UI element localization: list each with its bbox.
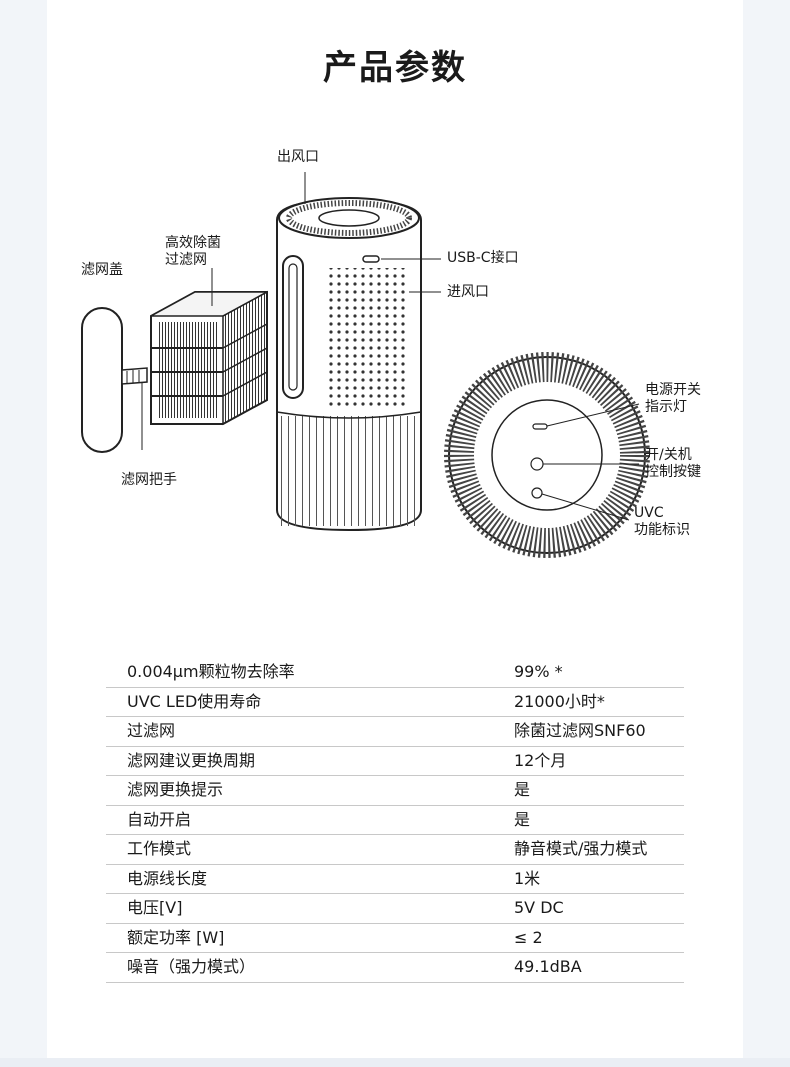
label-filter-cover: 滤网盖 xyxy=(81,262,123,278)
product-spec-page: 产品参数 xyxy=(47,0,743,1058)
spec-key: 工作模式 xyxy=(127,839,192,858)
spec-row: UVC LED使用寿命 21000小时* xyxy=(106,688,684,717)
spec-value: 5V DC xyxy=(514,898,564,917)
spec-row: 过滤网 除菌过滤网SNF60 xyxy=(106,717,684,747)
spec-row: 工作模式 静音模式/强力模式 xyxy=(106,835,684,865)
label-uvc: UVC 功能标识 xyxy=(634,505,690,538)
leader-lines xyxy=(141,172,640,521)
spec-row: 0.004μm颗粒物去除率 99% * xyxy=(106,658,684,688)
spec-row: 噪音（强力模式） 49.1dBA xyxy=(106,953,684,983)
spec-value: 12个月 xyxy=(514,750,567,770)
spec-key: 过滤网 xyxy=(127,721,176,740)
spec-value: 是 xyxy=(514,809,531,829)
spec-key: 0.004μm颗粒物去除率 xyxy=(127,662,295,681)
spec-key: 自动开启 xyxy=(127,809,192,829)
product-diagram xyxy=(81,172,650,558)
spec-key: 电源线长度 xyxy=(127,868,208,888)
spec-row: 自动开启 是 xyxy=(106,806,684,835)
spec-row: 额定功率 [W] ≤ 2 xyxy=(106,924,684,953)
spec-key: 滤网建议更换周期 xyxy=(127,750,256,770)
label-outlet: 出风口 xyxy=(277,149,319,165)
spec-key: 电压[V] xyxy=(127,898,183,917)
spec-row: 电压[V] 5V DC xyxy=(106,894,684,924)
purifier-illustration xyxy=(276,197,422,532)
spec-key: 额定功率 [W] xyxy=(127,927,225,947)
spec-value: 21000小时* xyxy=(514,691,605,711)
top-view-illustration xyxy=(444,352,650,558)
label-filter: 高效除菌 过滤网 xyxy=(165,235,221,268)
spec-key: 噪音（强力模式） xyxy=(127,957,256,976)
label-inlet: 进风口 xyxy=(447,284,489,300)
spec-value: 静音模式/强力模式 xyxy=(514,839,648,858)
spec-value: 1米 xyxy=(514,868,541,888)
label-usb-c: USB-C接口 xyxy=(447,250,519,266)
spec-key: 滤网更换提示 xyxy=(127,780,224,799)
spec-row: 滤网更换提示 是 xyxy=(106,776,684,806)
spec-value: ≤ 2 xyxy=(514,927,543,947)
spec-row: 电源线长度 1米 xyxy=(106,865,684,894)
label-filter-handle: 滤网把手 xyxy=(121,472,177,488)
filter-cover-illustration xyxy=(81,307,148,453)
filter-illustration xyxy=(150,290,268,426)
spec-value: 除菌过滤网SNF60 xyxy=(514,721,646,740)
spec-row: 滤网建议更换周期 12个月 xyxy=(106,747,684,776)
bottom-strip xyxy=(0,1058,790,1067)
spec-value: 99% * xyxy=(514,662,563,681)
page-title: 产品参数 xyxy=(323,48,467,88)
label-power-button: 开/关机 控制按键 xyxy=(645,447,701,480)
spec-value: 49.1dBA xyxy=(514,957,582,976)
spec-key: UVC LED使用寿命 xyxy=(127,691,262,711)
spec-value: 是 xyxy=(514,780,531,799)
spec-table: 0.004μm颗粒物去除率 99% * UVC LED使用寿命 21000小时* 过… xyxy=(106,658,684,983)
label-power-indicator: 电源开关 指示灯 xyxy=(645,382,701,415)
